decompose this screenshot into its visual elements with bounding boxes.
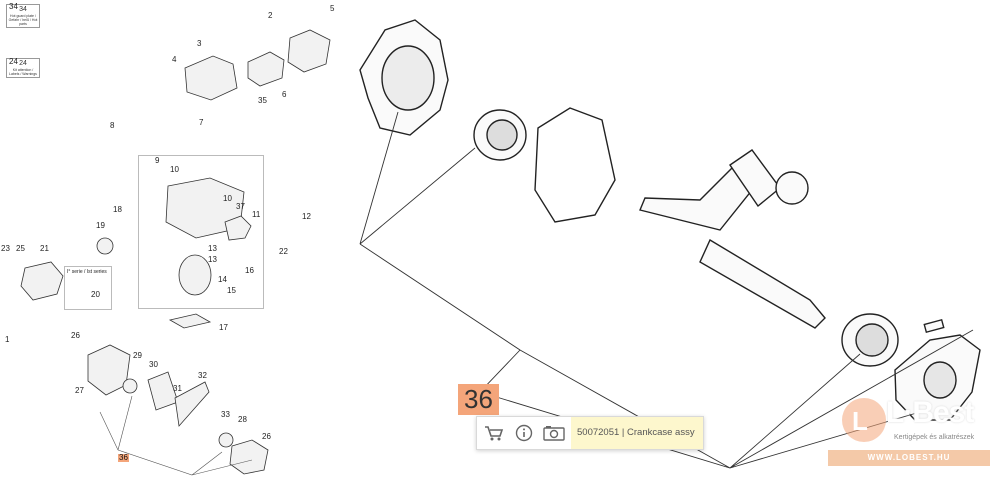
callout-10-bottom[interactable]: 10 xyxy=(223,194,232,203)
logo-mark: L xyxy=(842,398,886,442)
muffler-plate xyxy=(247,51,285,87)
callout-18[interactable]: 18 xyxy=(113,205,122,214)
bearing-part xyxy=(122,378,138,394)
photo-button[interactable] xyxy=(539,417,569,449)
camera-icon xyxy=(543,426,565,441)
carburetor-part xyxy=(20,261,64,301)
callout-24[interactable]: 24 xyxy=(9,57,18,66)
info-icon xyxy=(515,424,533,442)
callout-13-a[interactable]: 13 xyxy=(208,244,217,253)
callout-35[interactable]: 35 xyxy=(258,96,267,105)
callout-33[interactable]: 33 xyxy=(221,410,230,419)
callout-36-highlighted[interactable]: 36 xyxy=(118,453,129,462)
intake-part xyxy=(96,237,114,255)
bearing-race-right xyxy=(855,323,889,357)
callout-6[interactable]: 6 xyxy=(282,90,287,99)
callout-28[interactable]: 28 xyxy=(238,415,247,424)
part-toolbar: 50072051 | Crankcase assy xyxy=(476,416,704,450)
crankcase-half-part-2 xyxy=(229,439,269,475)
callout-37[interactable]: 37 xyxy=(236,202,245,211)
callout-32[interactable]: 32 xyxy=(198,371,207,380)
needle-bearing xyxy=(775,171,809,205)
crankcase-bore xyxy=(381,45,435,111)
callout-26-bottom[interactable]: 26 xyxy=(262,432,271,441)
callout-14[interactable]: 14 xyxy=(218,275,227,284)
callout-19[interactable]: 19 xyxy=(96,221,105,230)
cylinder-gasket xyxy=(224,215,252,241)
crankcase-detail-drawing xyxy=(340,0,1000,479)
callout-11[interactable]: 11 xyxy=(252,210,261,219)
bearing-race-left xyxy=(486,119,518,151)
callout-7[interactable]: 7 xyxy=(199,118,204,127)
callout-26-top[interactable]: 26 xyxy=(71,331,80,340)
crankcase-bore-right xyxy=(923,361,957,399)
info-button[interactable] xyxy=(509,417,539,449)
callout-5[interactable]: 5 xyxy=(330,4,335,13)
exploded-overview-diagram: 34 Hot guard plate / Gefahr / heiß / Hot… xyxy=(0,0,340,479)
crankshaft-part xyxy=(174,381,210,427)
warning-label-34: 34 Hot guard plate / Gefahr / heiß / Hot… xyxy=(6,4,40,28)
cylinder-base-gasket xyxy=(168,313,212,329)
callout-22[interactable]: 22 xyxy=(279,247,288,256)
piston-part xyxy=(178,254,212,296)
callout-9[interactable]: 9 xyxy=(155,156,160,165)
callout-29[interactable]: 29 xyxy=(133,351,142,360)
cart-icon xyxy=(485,426,504,441)
bearing-part-2 xyxy=(218,432,234,448)
callout-12[interactable]: 12 xyxy=(302,212,311,221)
callout-8[interactable]: 8 xyxy=(110,121,115,130)
callout-36-large[interactable]: 36 xyxy=(458,384,499,415)
dowel-pin xyxy=(923,318,945,334)
lobest-logo: L L·Best Kertigépek és alkatrészek WWW.L… xyxy=(828,396,990,468)
callout-23[interactable]: 23 xyxy=(1,244,10,253)
callout-4[interactable]: 4 xyxy=(172,55,177,64)
callout-21[interactable]: 21 xyxy=(40,244,49,253)
callout-15[interactable]: 15 xyxy=(227,286,236,295)
add-to-cart-button[interactable] xyxy=(479,417,509,449)
detail-drawing-svg xyxy=(359,19,981,469)
callout-1[interactable]: 1 xyxy=(5,335,10,344)
callout-3[interactable]: 3 xyxy=(197,39,202,48)
crankcase-gasket xyxy=(534,107,616,223)
part-number-label: 50072051 | Crankcase assy xyxy=(571,417,703,449)
overview-drawing xyxy=(20,29,331,476)
callout-30[interactable]: 30 xyxy=(149,360,158,369)
callout-25[interactable]: 25 xyxy=(16,244,25,253)
muffler-part xyxy=(184,55,238,101)
svg-text:L: L xyxy=(852,406,868,436)
callout-2[interactable]: 2 xyxy=(268,11,273,20)
callout-10-top[interactable]: 10 xyxy=(170,165,179,174)
callout-27[interactable]: 27 xyxy=(75,386,84,395)
warning-label-24: 24 Kit attention / Labels / Warnings xyxy=(6,58,40,78)
callout-16[interactable]: 16 xyxy=(245,266,254,275)
callout-34[interactable]: 34 xyxy=(9,2,18,11)
logo-brand: L·Best xyxy=(886,396,974,429)
callout-17[interactable]: 17 xyxy=(219,323,228,332)
muffler-cover xyxy=(287,29,331,73)
callout-13-b[interactable]: 13 xyxy=(208,255,217,264)
logo-tagline: Kertigépek és alkatrészek xyxy=(894,434,975,441)
cylinder-kit-box xyxy=(138,155,264,309)
first-series-box: I° serie / Ist series xyxy=(64,266,112,310)
crankshaft-journal xyxy=(699,238,826,329)
logo-url[interactable]: WWW.LOBEST.HU xyxy=(828,450,990,466)
callout-31[interactable]: 31 xyxy=(173,384,182,393)
callout-20[interactable]: 20 xyxy=(91,290,100,299)
